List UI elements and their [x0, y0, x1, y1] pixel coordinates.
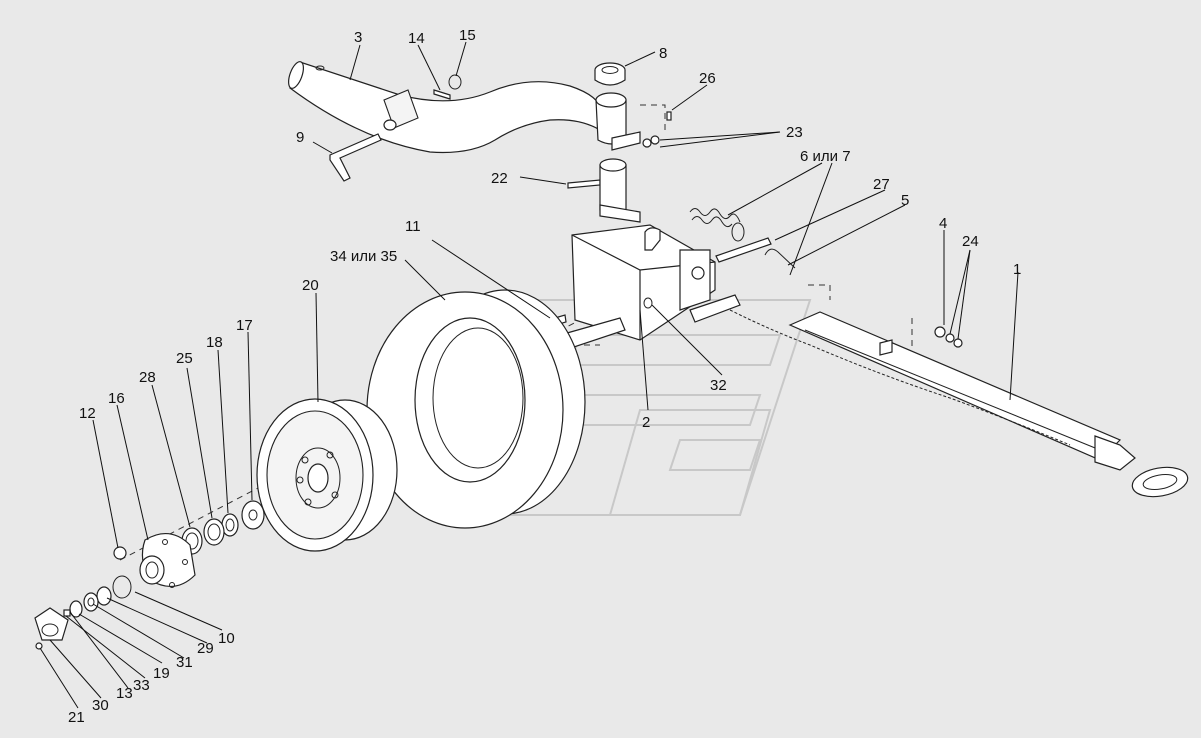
- part-2-frame: [555, 158, 741, 354]
- callout-34: 34 или 35: [330, 248, 397, 265]
- callout-17: 17: [236, 317, 253, 334]
- part-10-gasket: [112, 575, 132, 599]
- part-31-bearing: [83, 592, 99, 612]
- callout-30: 30: [92, 697, 109, 714]
- callout-25: 25: [176, 350, 193, 367]
- part-9-handle: [329, 133, 382, 182]
- callout-3: 3: [354, 29, 362, 46]
- part-17-washer: [241, 500, 265, 530]
- part-3-sleeve: [595, 92, 641, 151]
- part-29-washer: [96, 586, 112, 606]
- part-19-nut: [69, 600, 83, 618]
- part-26-bolt: [666, 111, 672, 121]
- part-4-washer: [934, 326, 946, 338]
- callout-12: 12: [79, 405, 96, 422]
- callout-10: 10: [218, 630, 235, 647]
- callout-14: 14: [408, 30, 425, 47]
- part-21-screw: [35, 642, 43, 650]
- callout-8: 8: [659, 45, 667, 62]
- callout-21: 21: [68, 709, 85, 726]
- callout-11: 11: [405, 218, 421, 235]
- callout-15: 15: [459, 27, 476, 44]
- callout-16: 16: [108, 390, 125, 407]
- callout-28: 28: [139, 369, 156, 386]
- callout-19: 19: [153, 665, 170, 682]
- leader-lines: [39, 41, 1019, 709]
- part-3-curved-tube: [288, 61, 603, 154]
- callout-27: 27: [873, 176, 890, 193]
- callout-33: 33: [133, 677, 150, 694]
- callout-18: 18: [206, 334, 223, 351]
- part-22-bolt: [567, 179, 601, 189]
- part-27-pin: [715, 237, 772, 263]
- part-25-ring: [203, 518, 225, 546]
- callout-26: 26: [699, 70, 716, 87]
- part-8-bushing: [594, 62, 626, 86]
- part-33-pin: [63, 609, 71, 617]
- callout-31: 31: [176, 654, 193, 671]
- part-6-spring: [689, 208, 745, 242]
- callout-22: 22: [491, 170, 508, 187]
- part-16-hub: [139, 533, 196, 588]
- part-5-clip: [764, 248, 796, 269]
- part-23-nuts: [642, 135, 660, 148]
- part-20-rim: [256, 398, 398, 552]
- callout-24: 24: [962, 233, 979, 250]
- callout-20: 20: [302, 277, 319, 294]
- callout-32: 32: [710, 377, 727, 394]
- callout-29: 29: [197, 640, 214, 657]
- callout-1: 1: [1013, 261, 1021, 278]
- callout-9: 9: [296, 129, 304, 146]
- part-24-nuts: [945, 333, 963, 348]
- part-14-pin: [433, 89, 451, 100]
- callout-4: 4: [939, 215, 947, 232]
- callout-labels: 1 2 3 4 5 6 или 7 8 9 10 11 12 13 14 15 …: [68, 27, 1021, 726]
- callout-6: 6 или 7: [800, 148, 851, 165]
- callout-5: 5: [901, 192, 909, 209]
- callout-2: 2: [642, 414, 650, 431]
- part-1-drawbar: [729, 309, 1189, 498]
- part-12-nut: [113, 546, 127, 560]
- part-15-ring: [448, 74, 462, 90]
- callout-13: 13: [116, 685, 133, 702]
- part-18-seal: [221, 513, 239, 537]
- part-30-cap: [34, 607, 69, 641]
- part-34-tyre: [366, 289, 586, 529]
- callout-23: 23: [786, 124, 803, 141]
